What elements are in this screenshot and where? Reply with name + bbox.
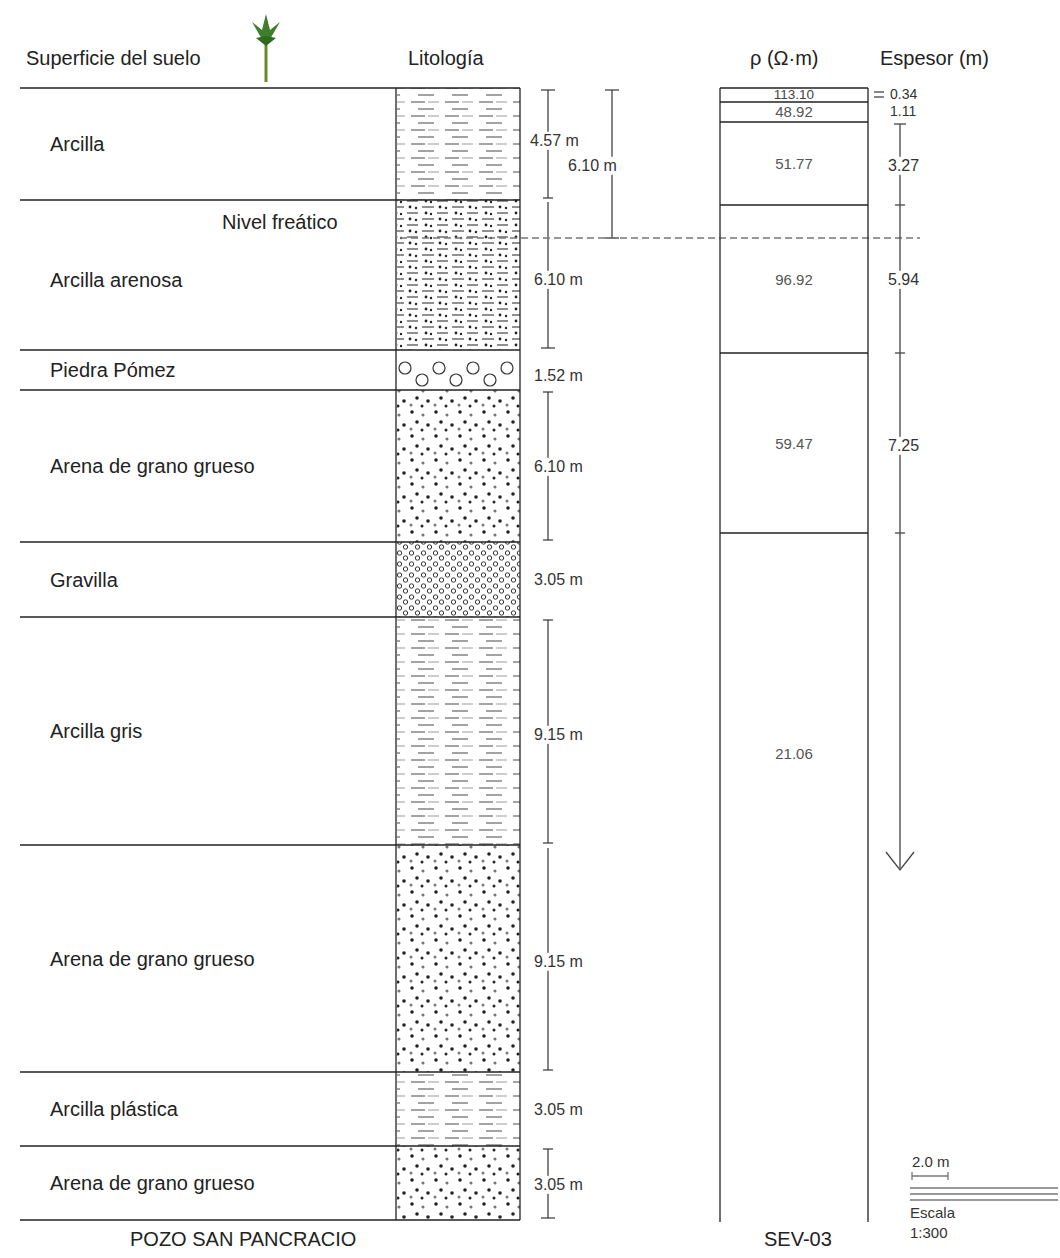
- layer-name: Arcilla plástica: [50, 1098, 178, 1121]
- lithology-patterns: [397, 88, 520, 1220]
- scale-ratio: 1:300: [908, 1224, 950, 1241]
- resistivity-value: 59.47: [775, 435, 813, 452]
- thickness-value: 0.34: [888, 86, 919, 102]
- thickness-label: 3.05 m: [532, 571, 585, 589]
- scale-caption: Escala: [908, 1204, 957, 1221]
- water-table-line: [400, 237, 920, 239]
- column-header: ρ (Ω·m): [748, 47, 821, 70]
- thickness-value: 3.27: [886, 157, 921, 175]
- sounding-name: SEV-03: [762, 1228, 834, 1251]
- column-header: Litología: [406, 47, 486, 70]
- layer-name: Arena de grano grueso: [50, 948, 255, 971]
- thickness-label: 4.57 m: [528, 132, 581, 150]
- thickness-value: 1.11: [888, 103, 918, 119]
- layer-name: Arcilla: [50, 133, 104, 156]
- resistivity-layer: 113.10: [722, 88, 866, 102]
- thickness-brackets: [541, 90, 619, 1218]
- thickness-axis: [874, 92, 914, 870]
- lithology-layer: Arcilla gris: [20, 618, 390, 845]
- layer-name: Arcilla gris: [50, 720, 142, 743]
- layer-name: Arcilla arenosa: [50, 269, 182, 292]
- thickness-value: 7.25: [886, 437, 921, 455]
- lithology-layer: Arena de grano grueso: [20, 1147, 390, 1220]
- layer-name: Arena de grano grueso: [50, 455, 255, 478]
- layer-name: Piedra Pómez: [50, 359, 176, 382]
- column-header: Espesor (m): [878, 47, 991, 70]
- resistivity-value: 51.77: [775, 155, 813, 172]
- sev-column: [720, 88, 868, 1222]
- lithology-layer: Arena de grano grueso: [20, 391, 390, 542]
- thickness-label: 3.05 m: [532, 1176, 585, 1194]
- thickness-label: 6.10 m: [532, 271, 585, 289]
- resistivity-layer: 48.92: [722, 102, 866, 122]
- lithology-layer: Piedra Pómez: [20, 351, 390, 390]
- scale-length: 2.0 m: [910, 1153, 952, 1170]
- resistivity-layer: 59.47: [722, 354, 866, 533]
- layer-name: Gravilla: [50, 569, 118, 592]
- lithology-layer: Arcilla plástica: [20, 1073, 390, 1146]
- resistivity-layer: 21.06: [722, 534, 866, 974]
- resistivity-value: 96.92: [775, 271, 813, 288]
- column-header: Superficie del suelo: [24, 47, 203, 70]
- lithology-layer: Arcilla arenosa: [20, 205, 220, 355]
- lithology-layer: Arcilla: [20, 89, 390, 200]
- thickness-label: 1.52 m: [532, 367, 585, 385]
- layer-name: Arena de grano grueso: [50, 1172, 255, 1195]
- scale-bar: [910, 1172, 1058, 1200]
- resistivity-value: 113.10: [774, 88, 814, 102]
- layer-boundaries: [20, 88, 520, 1220]
- thickness-value: 5.94: [886, 271, 921, 289]
- resistivity-value: 48.92: [775, 103, 813, 120]
- thickness-label: 6.10 m: [566, 157, 619, 175]
- resistivity-value: 21.06: [775, 745, 813, 762]
- thickness-label: 3.05 m: [532, 1101, 585, 1119]
- resistivity-layer: 51.77: [722, 123, 866, 205]
- lithology-layer: Arena de grano grueso: [20, 846, 390, 1072]
- thickness-label: 9.15 m: [532, 726, 585, 744]
- lithology-layer: Gravilla: [20, 543, 390, 617]
- tree-icon: [252, 14, 280, 82]
- water-table-label: Nivel freático: [220, 211, 340, 234]
- resistivity-layer: 96.92: [722, 206, 866, 353]
- well-name: POZO SAN PANCRACIO: [128, 1228, 358, 1251]
- thickness-label: 9.15 m: [532, 953, 585, 971]
- thickness-label: 6.10 m: [532, 458, 585, 476]
